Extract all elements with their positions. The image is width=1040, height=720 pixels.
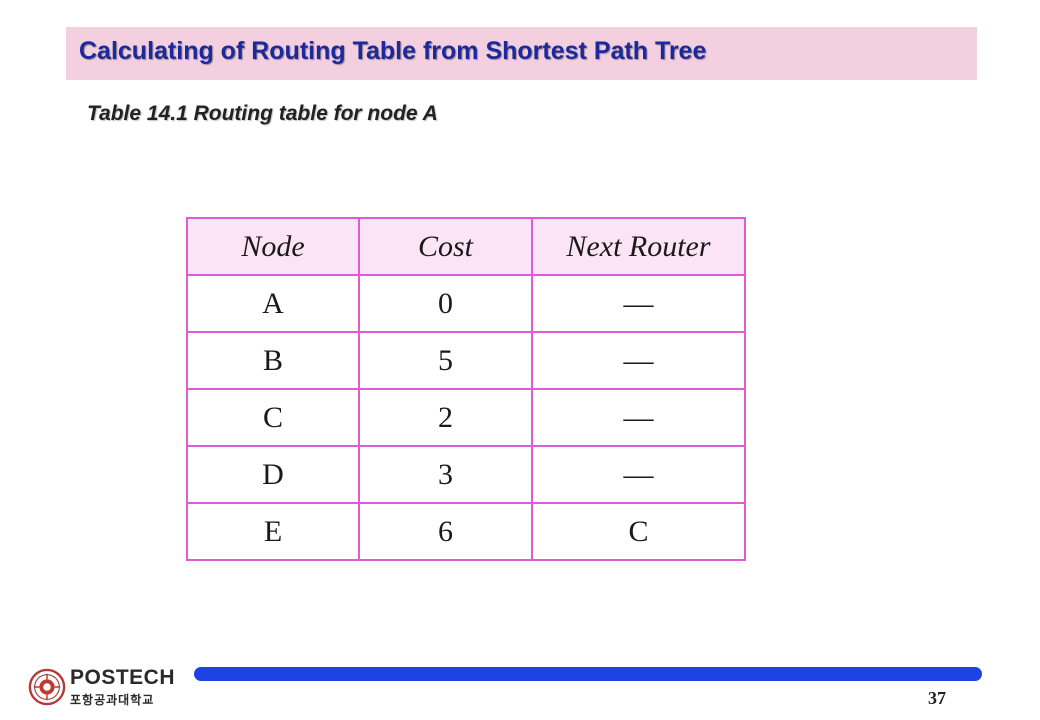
cell-cost: 5 <box>358 331 533 390</box>
cell-node: E <box>186 502 360 561</box>
cell-cost: 6 <box>358 502 533 561</box>
cell-next-router: — <box>531 445 746 504</box>
title-bar: Calculating of Routing Table from Shorte… <box>66 27 977 80</box>
cell-cost: 0 <box>358 274 533 333</box>
table-row: E 6 C <box>186 502 746 561</box>
routing-table: Node Cost Next Router A 0 — B 5 — C 2 — … <box>186 217 746 561</box>
header-cost: Cost <box>358 217 533 276</box>
cell-next-router: — <box>531 331 746 390</box>
table-header-row: Node Cost Next Router <box>186 217 746 276</box>
table-row: D 3 — <box>186 445 746 504</box>
header-node: Node <box>186 217 360 276</box>
slide-title: Calculating of Routing Table from Shorte… <box>79 37 707 65</box>
postech-emblem-icon <box>28 668 66 706</box>
table-row: B 5 — <box>186 331 746 390</box>
cell-node: D <box>186 445 360 504</box>
cell-next-router: — <box>531 274 746 333</box>
cell-node: C <box>186 388 360 447</box>
cell-cost: 3 <box>358 445 533 504</box>
cell-node: B <box>186 331 360 390</box>
footer-divider <box>194 667 982 681</box>
table-row: A 0 — <box>186 274 746 333</box>
cell-next-router: C <box>531 502 746 561</box>
logo-text: POSTECH <box>70 666 176 689</box>
header-next-router: Next Router <box>531 217 746 276</box>
table-row: C 2 — <box>186 388 746 447</box>
page-number: 37 <box>928 688 946 708</box>
cell-node: A <box>186 274 360 333</box>
logo-subtext: 포항공과대학교 <box>70 693 155 707</box>
table-caption: Table 14.1 Routing table for node A <box>87 102 438 125</box>
postech-logo: POSTECH 포항공과대학교 <box>28 666 178 710</box>
cell-next-router: — <box>531 388 746 447</box>
cell-cost: 2 <box>358 388 533 447</box>
